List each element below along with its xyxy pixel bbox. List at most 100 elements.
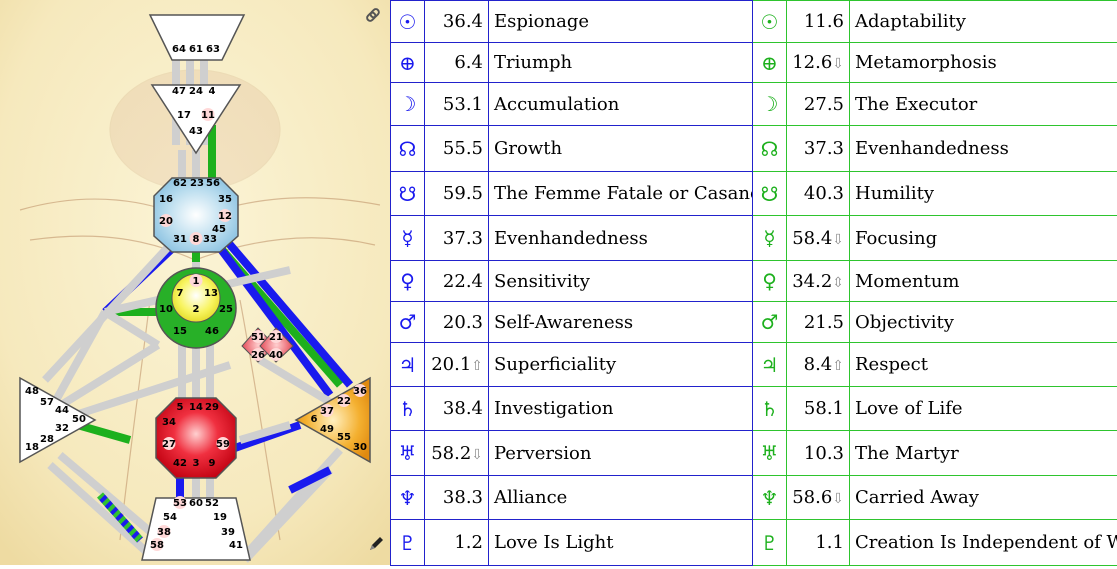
gate-10: 10 xyxy=(159,304,173,315)
personality-description: Accumulation xyxy=(489,83,753,126)
personality-description: Espionage xyxy=(489,1,753,43)
personality-value: 20.3 xyxy=(425,302,489,343)
north-node-icon: ☊ xyxy=(753,126,787,172)
personality-value: 20.1⇧ xyxy=(425,343,489,387)
gate-31: 31 xyxy=(173,234,187,245)
mars-icon: ♂ xyxy=(753,302,787,343)
design-value: 37.3 xyxy=(787,126,850,172)
gate-37: 37 xyxy=(320,406,334,417)
gate-27: 27 xyxy=(162,439,176,450)
jupiter-icon: ♃ xyxy=(391,343,425,387)
design-gate-line: 58.6 xyxy=(792,487,832,508)
pluto-icon: ♇ xyxy=(753,520,787,566)
venus-icon: ♀ xyxy=(753,261,787,302)
personality-gate-line: 36.4 xyxy=(443,11,483,32)
gate-39: 39 xyxy=(221,527,235,538)
gate-9: 9 xyxy=(209,458,216,469)
personality-description: Superficiality xyxy=(489,343,753,387)
design-arrow: ⇩ xyxy=(832,491,844,507)
personality-gate-line: 58.2 xyxy=(431,443,471,464)
activation-row: ♃20.1⇧Superficiality♃8.4⇧Respect xyxy=(391,343,1117,387)
gate-34: 34 xyxy=(162,417,176,428)
gate-16: 16 xyxy=(159,194,173,205)
neptune-icon: ♆ xyxy=(391,476,425,520)
gate-49: 49 xyxy=(320,424,334,435)
design-description: Love of Life xyxy=(850,387,1117,431)
personality-gate-line: 6.4 xyxy=(454,52,483,73)
personality-description: Sensitivity xyxy=(489,261,753,302)
gate-35: 35 xyxy=(218,194,232,205)
gate-41: 41 xyxy=(229,540,243,551)
gate-15: 15 xyxy=(173,326,187,337)
personality-description: Perversion xyxy=(489,431,753,476)
design-arrow: ⇳ xyxy=(832,275,844,291)
gate-53: 53 xyxy=(173,498,187,509)
personality-value: 1.2 xyxy=(425,520,489,566)
design-description: Respect xyxy=(850,343,1117,387)
gate-14: 14 xyxy=(189,402,203,413)
gate-22: 22 xyxy=(337,396,351,407)
gate-25: 25 xyxy=(219,304,233,315)
gate-55: 55 xyxy=(337,432,351,443)
gate-4: 4 xyxy=(209,86,216,97)
gate-19: 19 xyxy=(213,512,227,523)
gate-59: 59 xyxy=(216,439,230,450)
personality-description: Love Is Light xyxy=(489,520,753,566)
personality-description: Investigation xyxy=(489,387,753,431)
mercury-icon: ☿ xyxy=(391,216,425,261)
gate-6: 6 xyxy=(311,414,318,425)
gate-47: 47 xyxy=(172,86,186,97)
gate-63: 63 xyxy=(206,44,220,55)
neptune-icon: ♆ xyxy=(753,476,787,520)
gate-58: 58 xyxy=(150,540,164,551)
personality-value: 59.5 xyxy=(425,172,489,216)
gate-28: 28 xyxy=(40,434,54,445)
earth-icon: ⊕ xyxy=(391,43,425,83)
personality-description: Alliance xyxy=(489,476,753,520)
gate-2: 2 xyxy=(193,304,200,315)
design-gate-line: 27.5 xyxy=(804,94,844,115)
gate-61: 61 xyxy=(189,44,203,55)
gate-11: 11 xyxy=(201,110,215,121)
personality-description: Evenhandedness xyxy=(489,216,753,261)
gate-48: 48 xyxy=(25,386,39,397)
design-gate-line: 11.6 xyxy=(804,11,844,32)
personality-gate-line: 20.1 xyxy=(431,354,471,375)
gate-62: 62 xyxy=(173,178,187,189)
personality-value: 38.3 xyxy=(425,476,489,520)
moon-icon: ☽ xyxy=(391,83,425,126)
gate-7: 7 xyxy=(177,288,184,299)
design-gate-line: 21.5 xyxy=(804,312,844,333)
design-value: 12.6⇩ xyxy=(787,43,850,83)
personality-arrow: ⇩ xyxy=(471,447,483,463)
design-description: Carried Away xyxy=(850,476,1117,520)
gate-12: 12 xyxy=(218,211,232,222)
moon-icon: ☽ xyxy=(753,83,787,126)
design-value: 27.5 xyxy=(787,83,850,126)
design-gate-line: 58.4 xyxy=(792,228,832,249)
south-node-icon: ☋ xyxy=(391,172,425,216)
design-arrow: ⇧ xyxy=(832,358,844,374)
gate-50: 50 xyxy=(72,414,86,425)
gate-43: 43 xyxy=(189,126,203,137)
personality-gate-line: 59.5 xyxy=(443,183,483,204)
gate-60: 60 xyxy=(189,498,203,509)
design-arrow: ⇩ xyxy=(832,232,844,248)
gate-30: 30 xyxy=(353,442,367,453)
design-gate-line: 37.3 xyxy=(804,138,844,159)
design-description: Objectivity xyxy=(850,302,1117,343)
personality-gate-line: 22.4 xyxy=(443,271,483,292)
sun-icon: ☉ xyxy=(753,1,787,43)
gate-21: 21 xyxy=(269,332,283,343)
gate-54: 54 xyxy=(163,512,177,523)
gate-5: 5 xyxy=(177,402,184,413)
design-description: The Executor xyxy=(850,83,1117,126)
